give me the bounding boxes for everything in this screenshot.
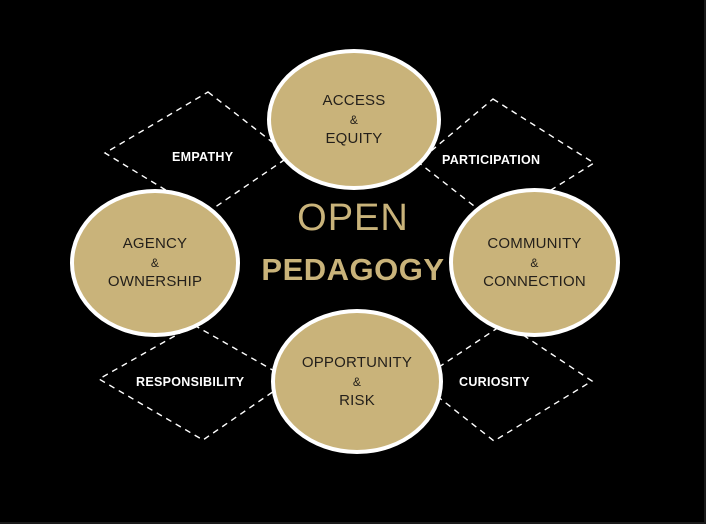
label-curiosity: CURIOSITY [459, 375, 530, 389]
center-title-pedagogy: PEDAGOGY [261, 252, 445, 287]
circle-right-line2: CONNECTION [483, 272, 586, 290]
circle-top-line1: ACCESS [322, 91, 386, 109]
circle-left-line1: AGENCY [122, 235, 188, 252]
circle-top-line2: EQUITY [325, 129, 383, 147]
center-title-open: OPEN [297, 197, 409, 239]
circle-community-connection: COMMUNITY & CONNECTION [449, 188, 620, 337]
label-responsibility: RESPONSIBILITY [136, 375, 245, 389]
circle-access-equity: ACCESS & EQUITY [267, 49, 441, 190]
circle-opportunity-risk: OPPORTUNITY & RISK [271, 309, 443, 454]
circle-bottom-ampersand: & [352, 374, 362, 389]
circle-top-ampersand: & [349, 112, 359, 127]
circle-right-ampersand: & [530, 255, 539, 270]
diamond-top-left [103, 91, 292, 215]
label-participation: PARTICIPATION [442, 153, 541, 167]
circle-bottom-line2: RISK [339, 391, 375, 409]
circle-left-ampersand: & [150, 256, 160, 270]
label-empathy: EMPATHY [172, 150, 234, 164]
circle-right-line1: COMMUNITY [487, 234, 582, 252]
circle-bottom-line1: OPPORTUNITY [301, 353, 413, 371]
circle-agency-ownership: AGENCY & OWNERSHIP [70, 189, 240, 337]
diamond-bottom-right [416, 322, 594, 442]
circle-left-line2: OWNERSHIP [107, 273, 203, 290]
